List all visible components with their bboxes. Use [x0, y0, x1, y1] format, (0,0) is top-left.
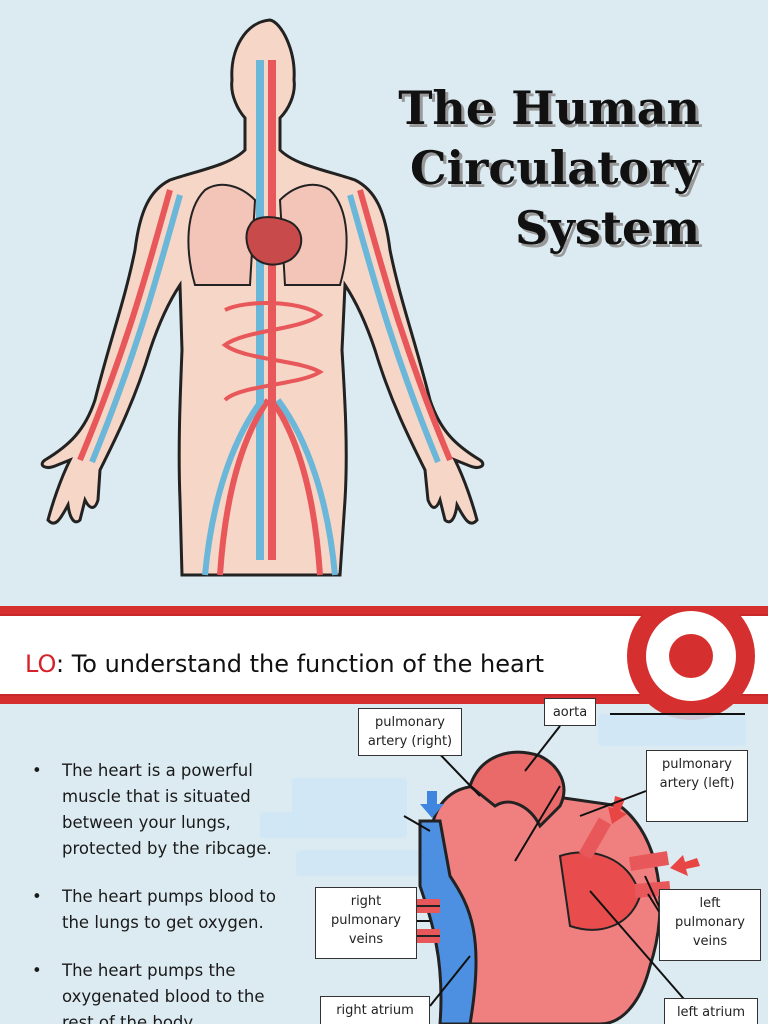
left-lung	[187, 183, 257, 286]
label-right-atrium: right atrium	[320, 996, 430, 1024]
label-right-pulmonary-veins: right pulmonary veins	[315, 887, 417, 959]
list-item: The heart pumps the oxygenated blood to …	[32, 958, 277, 1024]
title-line-3: System	[514, 201, 700, 255]
learning-objective: LO: To understand the function of the he…	[25, 650, 544, 678]
red-down-arrow	[608, 796, 627, 824]
title-line-2: Circulatory	[410, 141, 700, 195]
label-pulmonary-artery-left: pulmonary artery (left)	[646, 750, 748, 822]
redacted-label	[260, 812, 300, 838]
list-item: The heart is a powerful muscle that is s…	[32, 758, 277, 862]
lo-key: LO	[25, 650, 56, 678]
target-icon	[627, 606, 755, 720]
redacted-label	[296, 850, 420, 876]
label-aorta: aorta	[544, 698, 596, 726]
slide-heart-function: LO: To understand the function of the he…	[0, 606, 768, 1024]
lo-text: : To understand the function of the hear…	[55, 650, 544, 678]
blue-down-arrow	[420, 791, 444, 818]
aorta-arch	[468, 750, 566, 829]
list-item: The heart pumps blood to the lungs to ge…	[32, 884, 277, 936]
red-left-arrow	[670, 855, 700, 876]
right-lung	[278, 183, 348, 286]
fact-list: The heart is a powerful muscle that is s…	[32, 758, 277, 1024]
human-circulatory-illustration	[40, 18, 485, 577]
label-left-atrium: left atrium	[664, 998, 758, 1024]
heart-diagram	[403, 713, 745, 1024]
title-line-1: The Human	[398, 81, 700, 135]
slide-title-text: The Human Circulatory System	[398, 78, 700, 258]
redacted-label	[292, 778, 407, 838]
label-left-pulmonary-veins: left pulmonary veins	[659, 889, 761, 961]
redacted-label	[598, 714, 746, 746]
label-pulmonary-artery-right: pulmonary artery (right)	[358, 708, 462, 756]
slide-title: The Human Circulatory System	[40, 18, 700, 577]
heart	[245, 216, 303, 266]
